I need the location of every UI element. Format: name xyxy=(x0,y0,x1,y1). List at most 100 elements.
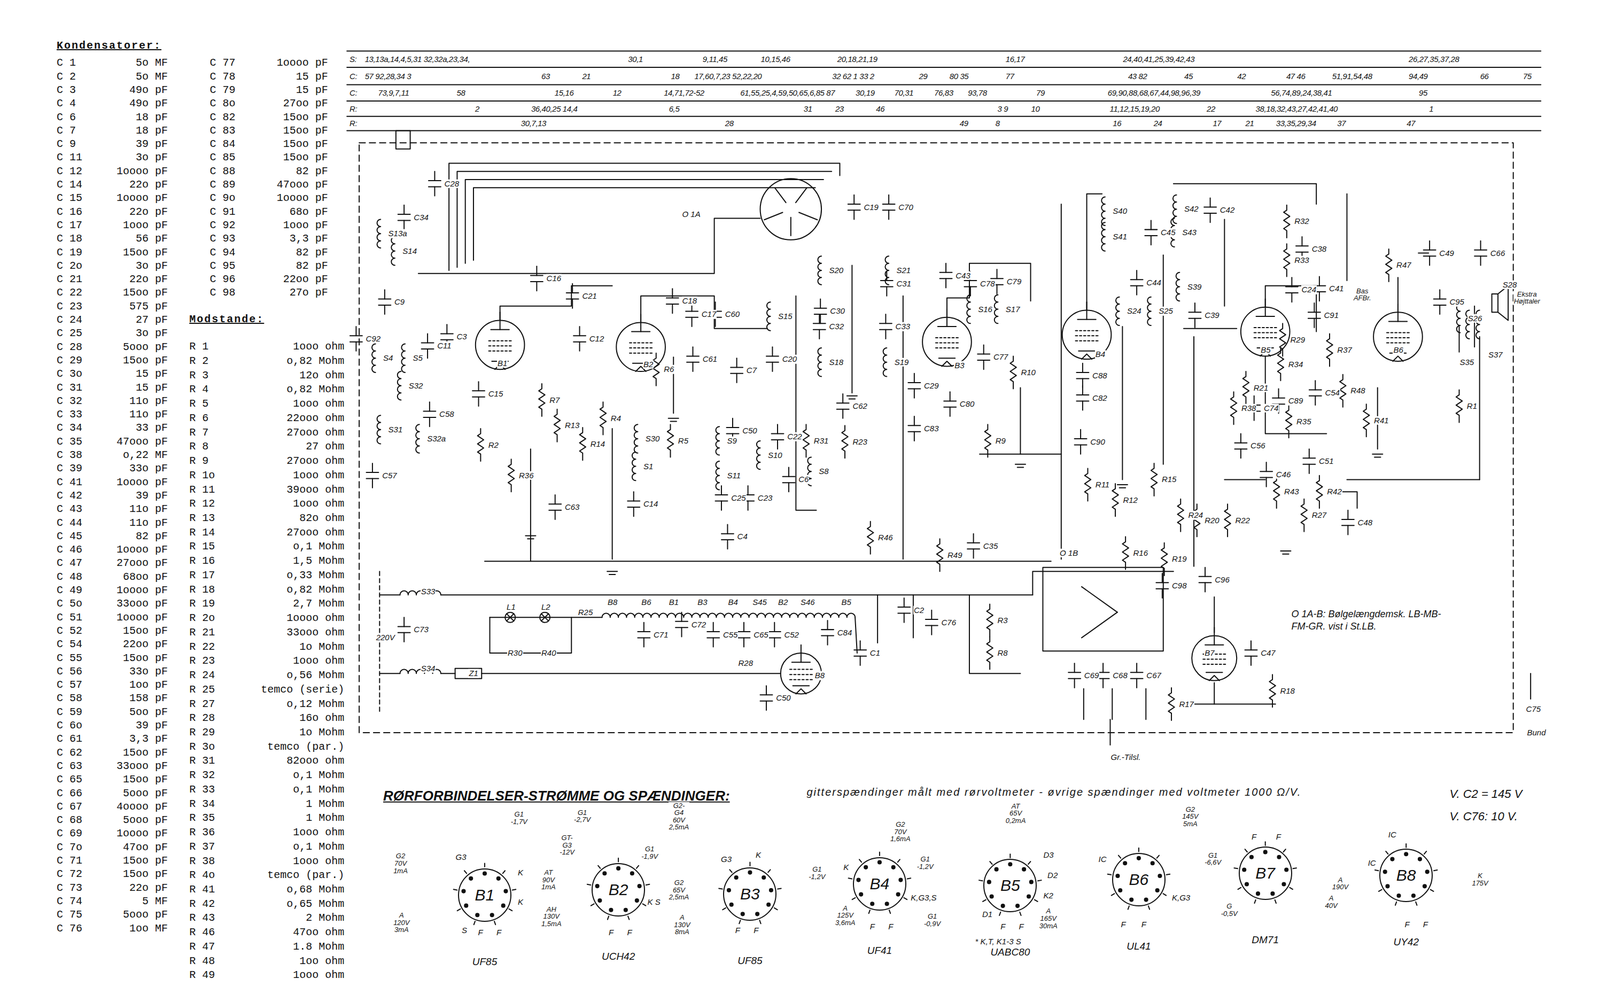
capacitor-symbol xyxy=(685,310,698,312)
part-label: S11 xyxy=(726,471,742,481)
list-value: 2 Mohm xyxy=(305,912,345,924)
capacitor-symbol xyxy=(536,281,538,291)
capacitor-symbol xyxy=(819,314,821,324)
capacitor-symbol xyxy=(853,210,855,220)
pin-lead xyxy=(464,870,467,874)
capacitor-symbol xyxy=(1295,245,1309,247)
capacitor-symbol xyxy=(1076,371,1089,374)
list-value: o,1 Mohm xyxy=(292,769,345,782)
part-label: S34 xyxy=(420,663,437,673)
tube-anode xyxy=(800,645,802,663)
pin-lead xyxy=(1430,889,1434,892)
list-value: 1o Mohm xyxy=(298,641,345,654)
list-entry: C 35 xyxy=(56,436,83,448)
part-label: C52 xyxy=(783,630,800,640)
table-entry: 13,13a,14,4,5,31 32,32a,23,34, xyxy=(364,54,471,64)
socket-pin xyxy=(748,871,752,875)
part-label: C41 xyxy=(1328,284,1345,294)
capacitor-symbol xyxy=(446,324,448,334)
capacitor-symbol xyxy=(671,304,673,314)
pin-lead xyxy=(646,884,650,885)
list-entry: C 66 xyxy=(56,787,83,800)
list-value: 1oooo pF xyxy=(276,57,329,69)
list-value: o,56 Mohm xyxy=(285,669,345,682)
part-label: S24 xyxy=(1126,306,1143,316)
part-label: F xyxy=(608,928,615,938)
coil-symbol xyxy=(1147,297,1152,326)
capacitor-symbol xyxy=(1278,388,1280,398)
capacitor-symbol xyxy=(1102,663,1104,673)
list-value: 1oo MF xyxy=(128,922,169,935)
list-entry: C 24 xyxy=(56,314,83,326)
resistor-symbol xyxy=(1193,503,1200,537)
wire xyxy=(490,617,572,654)
pin-lead xyxy=(1233,867,1238,869)
pin-lead xyxy=(1254,899,1256,904)
resistor-symbol xyxy=(936,538,943,572)
socket-pin xyxy=(475,913,479,917)
part-label: S17 xyxy=(1005,304,1021,314)
part-label: C1 xyxy=(869,648,881,658)
table-entry: 16,17 xyxy=(1005,54,1026,64)
list-entry: C 44 xyxy=(56,517,83,530)
mains-lead xyxy=(378,571,380,714)
part-label: C72 xyxy=(690,619,708,629)
part-label: R29 xyxy=(1290,335,1307,345)
socket-pin xyxy=(1418,857,1422,861)
capacitor-symbol xyxy=(884,329,887,339)
part-label: S14 xyxy=(401,246,418,256)
resistor-symbol xyxy=(600,401,607,435)
part-label: R1 xyxy=(1466,401,1478,411)
capacitor-symbol xyxy=(536,266,538,276)
list-value: 1ooo ohm xyxy=(292,469,345,482)
part-label: B2 xyxy=(777,597,789,607)
tube-cathode xyxy=(938,357,956,359)
part-label: C14 xyxy=(642,499,659,509)
part-label: S4 xyxy=(382,353,394,363)
wire xyxy=(1224,478,1265,480)
pin-lead xyxy=(597,865,601,869)
pin-lead xyxy=(722,907,726,910)
capacitor-symbol xyxy=(771,362,773,372)
part-label: C57 xyxy=(381,471,398,481)
part-label: C96 xyxy=(1214,575,1231,585)
part-label: S42 xyxy=(1183,204,1200,214)
part-label: C82 xyxy=(1091,393,1108,403)
capacitor-symbol xyxy=(967,542,980,544)
list-value: 82 pF xyxy=(295,246,329,259)
tube-heater xyxy=(1081,354,1092,360)
coil-symbol xyxy=(994,294,999,324)
list-value: 2,7 Mohm xyxy=(292,597,345,610)
capacitor-symbol xyxy=(726,539,728,549)
tube-type: UABC80 xyxy=(990,946,1030,959)
list-entry: C 29 xyxy=(56,354,83,367)
part-label: R37 xyxy=(1336,345,1353,355)
part-label: S15 xyxy=(777,312,794,322)
list-value: 56 pF xyxy=(135,232,169,245)
list-value: 11o pF xyxy=(128,395,169,408)
capacitor-symbol xyxy=(633,491,635,501)
capacitor-symbol xyxy=(1318,276,1320,286)
capacitor-symbol xyxy=(977,353,990,355)
wire xyxy=(1214,682,1276,704)
part-label: C32 xyxy=(828,322,845,332)
pin-voltage: G1 -0,9V xyxy=(923,913,942,928)
table-entry: 77 xyxy=(1005,72,1015,82)
part-label: B1 xyxy=(668,597,680,607)
capacitor-symbol xyxy=(1082,400,1084,410)
part-label: S16 xyxy=(977,304,993,314)
list-entry: C 4 xyxy=(56,97,77,110)
socket-pin xyxy=(1390,857,1394,861)
capacitor-symbol xyxy=(884,314,887,324)
tube-heater xyxy=(1209,675,1220,681)
capacitor-symbol xyxy=(1188,311,1201,313)
part-label: K xyxy=(517,867,524,877)
part-label: C89 xyxy=(1287,396,1304,406)
tube-socket: B2UCH42 xyxy=(591,863,646,917)
capacitor-symbol xyxy=(996,284,998,294)
part-label: C78 xyxy=(979,279,996,289)
socket-pin xyxy=(503,889,508,893)
part-label: S39 xyxy=(1186,282,1203,292)
list-entry: R 11 xyxy=(188,484,216,496)
tube-designator: B7 xyxy=(1254,864,1277,883)
